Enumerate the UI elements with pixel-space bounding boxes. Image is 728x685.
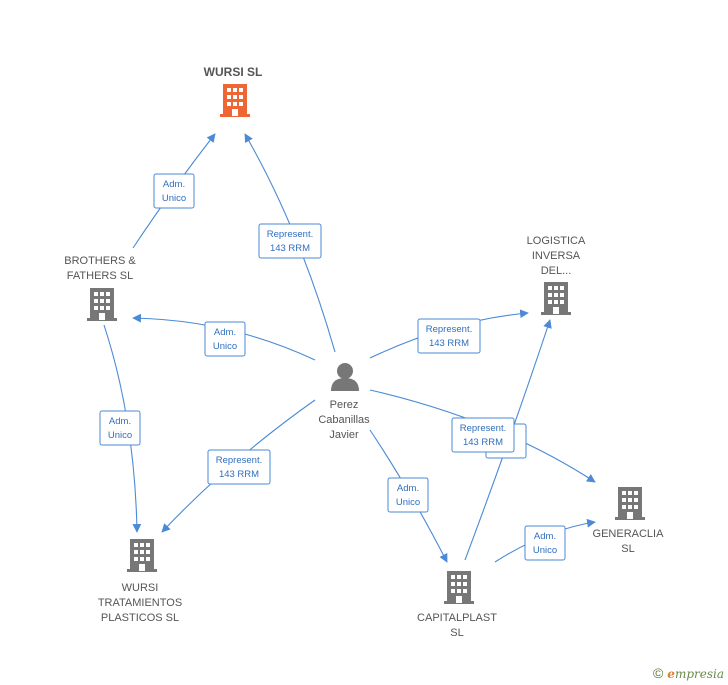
brand-logo: empresia: [667, 667, 724, 681]
node-label-line-2: SL: [621, 543, 634, 555]
edge-label-capitalplast-generaclia: Adm. Unico: [524, 525, 566, 561]
node-label-line-1: Perez: [330, 399, 359, 411]
building-icon: [541, 282, 571, 315]
edge-label-person-capitalplast: Adm. Unico: [387, 477, 429, 513]
edge-label-line-2: 143 RRM: [429, 338, 469, 349]
node-label-line-3: PLASTICOS SL: [101, 612, 179, 624]
edge-label-person-wursi: Represent. 143 RRM: [258, 223, 322, 259]
node-label-line-2: TRATAMIENTOS: [98, 597, 182, 609]
edge-label-line-2: Unico: [213, 341, 237, 352]
edge-label-line-2: Unico: [162, 193, 186, 204]
node-label-line-1: BROTHERS &: [64, 255, 136, 267]
edge-label-line-1: Adm.: [214, 327, 236, 338]
edge-label-line-1: Adm.: [397, 483, 419, 494]
edge-label-person-generaclia: Represent. 143 RRM: [451, 417, 515, 453]
node-label-line-1: WURSI: [122, 582, 159, 594]
edge-label-person-wursitrat: Represent. 143 RRM: [207, 449, 271, 485]
edge-label-line-1: Represent.: [216, 455, 262, 466]
node-label-line-2: SL: [450, 627, 463, 639]
node-label-line-1: CAPITALPLAST: [417, 612, 497, 624]
edge-label-line-1: Represent.: [460, 423, 506, 434]
node-label-line-1: WURSI SL: [204, 65, 263, 79]
node-wursi[interactable]: WURSI SL: [204, 65, 263, 117]
node-label-line-2: Cabanillas: [318, 414, 370, 426]
edge-label-line-1: Adm.: [534, 531, 556, 542]
footer-brand: ©empresia: [653, 665, 724, 681]
node-label-line-2: INVERSA: [532, 250, 581, 262]
node-generaclia[interactable]: GENERACLIA SL: [593, 487, 665, 555]
building-icon: [220, 84, 250, 117]
person-icon: [331, 363, 359, 391]
node-capitalplast[interactable]: CAPITALPLAST SL: [417, 571, 497, 639]
edge-label-line-2: Unico: [108, 430, 132, 441]
edge-label-person-logistica: Represent. 143 RRM: [417, 318, 481, 354]
node-label-line-1: GENERACLIA: [593, 528, 665, 540]
building-icon: [615, 487, 645, 520]
edge-label-brothers-wursitrat: Adm. Unico: [99, 410, 141, 446]
node-label-line-2: FATHERS SL: [67, 270, 133, 282]
edge-label-line-1: Represent.: [426, 324, 472, 335]
edge-label-line-2: 143 RRM: [270, 243, 310, 254]
node-label-line-3: Javier: [329, 429, 359, 441]
node-label-line-1: LOGISTICA: [527, 235, 586, 247]
edge-label-line-1: Adm.: [163, 179, 185, 190]
building-icon: [127, 539, 157, 572]
node-label-line-3: DEL...: [541, 265, 572, 277]
edge-label-line-2: Unico: [533, 545, 557, 556]
node-wursi-tratamientos[interactable]: WURSI TRATAMIENTOS PLASTICOS SL: [98, 539, 182, 624]
edge-label-line-1: Represent.: [267, 229, 313, 240]
edge-label-line-2: 143 RRM: [219, 469, 259, 480]
edge-label-line-1: Adm.: [109, 416, 131, 427]
edge-labels: Adm. Unico Represent. 143 RRM Adm. Unico…: [99, 173, 566, 561]
edge-label-line-2: 143 RRM: [463, 437, 503, 448]
node-person[interactable]: Perez Cabanillas Javier: [318, 363, 370, 441]
copyright-symbol: ©: [652, 665, 664, 681]
node-logistica[interactable]: LOGISTICA INVERSA DEL...: [527, 235, 586, 315]
node-brothers[interactable]: BROTHERS & FATHERS SL: [64, 255, 136, 321]
building-icon: [444, 571, 474, 604]
edge-label-brothers-wursi: Adm. Unico: [153, 173, 195, 209]
edge-label-line-2: Unico: [396, 497, 420, 508]
building-icon: [87, 288, 117, 321]
edge-label-person-brothers: Adm. Unico: [204, 321, 246, 357]
